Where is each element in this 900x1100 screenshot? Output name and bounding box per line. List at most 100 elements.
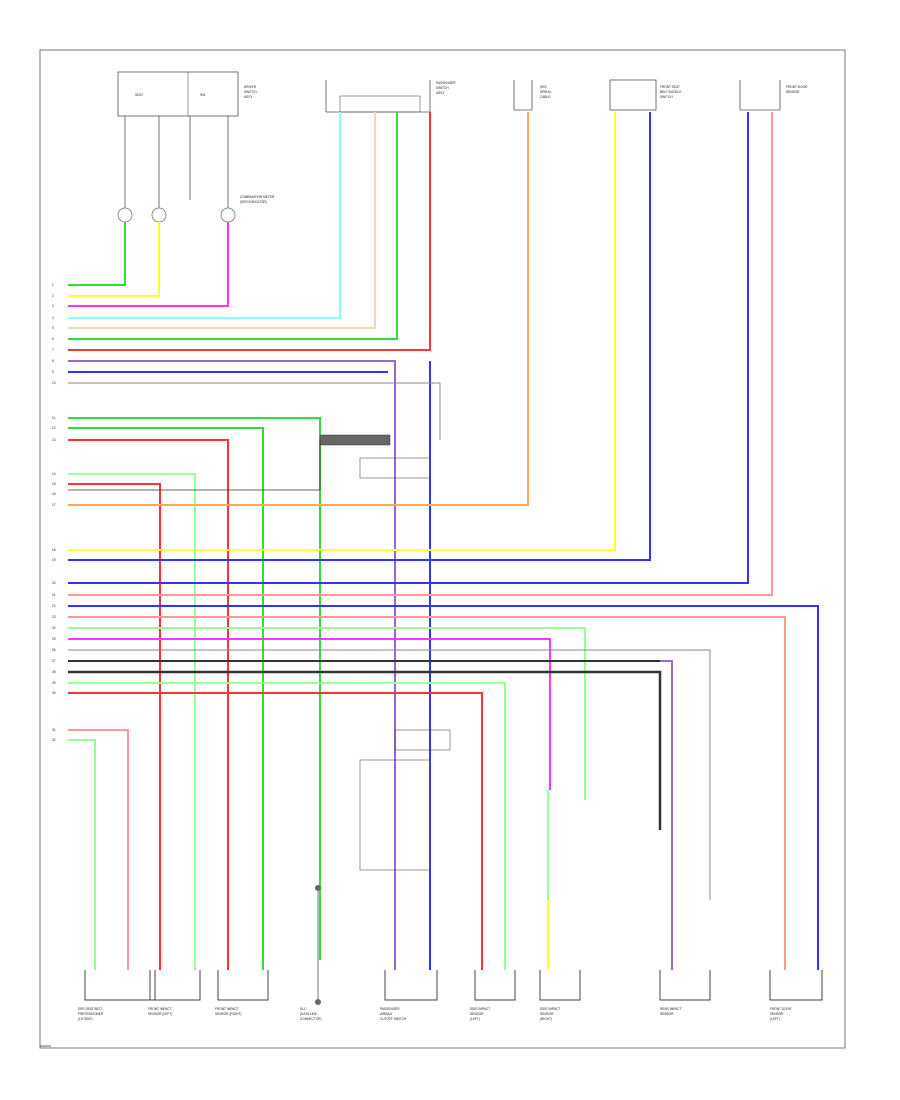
- bottom-connector-label-1-3: (LH SIDE): [78, 1017, 93, 1021]
- left-pin-label: 8: [52, 359, 54, 363]
- left-pin-label: 1: [52, 283, 54, 287]
- left-pin-label: 10: [52, 381, 56, 385]
- left-pin-label: 6: [52, 337, 54, 341]
- wire-gray-1: [68, 382, 441, 440]
- left-pin-label: 11: [52, 416, 56, 420]
- svg-text:SW: SW: [200, 93, 205, 97]
- left-pin-label: 21: [52, 593, 56, 597]
- bottom-connector-2: [149, 970, 201, 1001]
- wire-green-4: [68, 427, 264, 970]
- wire-lightgreen-1: [68, 473, 196, 970]
- left-pin-label: 18: [52, 548, 56, 552]
- wire-blue-3: [68, 112, 749, 584]
- passenger-switch-label: PASSENGER SWITCH ASSY: [436, 81, 456, 95]
- bottom-connector-label-8-1: REAR IMPACT: [660, 1007, 682, 1011]
- left-pin-label: 15: [52, 482, 56, 486]
- seat-belt-buckle-switch-box: FRONT SEAT BELT BUCKLE SWITCH: [609, 79, 681, 111]
- bottom-connector-label-6-3: (LEFT): [470, 1017, 480, 1021]
- left-pin-label: 3: [52, 304, 54, 308]
- bottom-connector-label-4-2: (DATA LINK: [300, 1012, 318, 1016]
- svg-text:SWITCH: SWITCH: [436, 86, 449, 90]
- svg-text:BELT BUCKLE: BELT BUCKLE: [660, 90, 681, 94]
- left-pin-label: 14: [52, 472, 56, 476]
- wire-yellow-1: [68, 222, 160, 297]
- passenger-switch-box: [325, 80, 431, 113]
- svg-text:PASSENGER: PASSENGER: [436, 81, 456, 85]
- bottom-connector-label-1-1: SRS SEAT BELT: [78, 1007, 102, 1011]
- svg-text:SRS: SRS: [540, 85, 547, 89]
- clock-spring-box: SRS SPIRAL CABLE: [513, 80, 552, 111]
- left-pin-label: 27: [52, 659, 56, 663]
- front-door-sensor-top: FRONT DOOR SENSOR: [739, 80, 808, 111]
- left-pin-label: 17: [52, 503, 56, 507]
- left-pin-label: 2: [52, 294, 54, 298]
- wire-blue-2: [68, 112, 651, 561]
- footer-code: WIRING: [40, 1044, 52, 1048]
- wire-violet-2: [660, 660, 673, 970]
- dlc-element: [315, 885, 321, 1005]
- bottom-connector-label-9-2: SENSOR: [770, 1012, 784, 1016]
- wire-lightgreen-3: [68, 682, 506, 970]
- wire-tan-1: [68, 112, 376, 329]
- left-pin-label: 24: [52, 626, 56, 630]
- bottom-connector-label-6-1: SIDE IMPACT: [470, 1007, 490, 1011]
- left-pin-label: 26: [52, 648, 56, 652]
- wire-red-4: [68, 692, 483, 970]
- wire-orange-1: [68, 112, 529, 506]
- bottom-connector-4: [384, 970, 438, 1001]
- svg-text:(SRS INDICATOR): (SRS INDICATOR): [240, 200, 267, 204]
- left-pin-label: 13: [52, 438, 56, 442]
- left-pin-label: 12: [52, 426, 56, 430]
- left-pin-label: 23: [52, 615, 56, 619]
- driver-switch-label: DRIVER SWITCH ASSY: [244, 85, 257, 99]
- wire-pink-3: [68, 729, 129, 970]
- left-pin-label: 30: [52, 691, 56, 695]
- bottom-connector-label-5-1: PASSENGER: [380, 1007, 400, 1011]
- wire-lightgreen-4: [68, 739, 96, 970]
- left-pin-label: 9: [52, 370, 54, 374]
- wire-pink-1: [68, 112, 773, 596]
- left-pin-label: 29: [52, 681, 56, 685]
- indicator-bulbs: COMBINATION METER (SRS INDICATOR): [117, 116, 275, 223]
- svg-text:ASSY: ASSY: [436, 91, 445, 95]
- wire-magenta-1: [68, 222, 229, 307]
- wire-green-1: [68, 222, 126, 286]
- wire-red-3: [68, 483, 161, 970]
- bottom-connector-label-7-1: SIDE IMPACT: [540, 1007, 560, 1011]
- bottom-connector-3: [217, 970, 269, 1001]
- bottom-connector-label-7-3: (RIGHT): [540, 1017, 552, 1021]
- bottom-connector-label-7-2: SENSOR: [540, 1012, 554, 1016]
- left-pin-label: 31: [52, 728, 56, 732]
- left-pin-label: 7: [52, 348, 54, 352]
- bottom-connector-label-6-2: SENSOR: [470, 1012, 484, 1016]
- left-pin-label: 16: [52, 492, 56, 496]
- wire-magenta-2: [68, 638, 551, 790]
- bottom-connector-5: [474, 970, 516, 1001]
- left-pin-label: 28: [52, 670, 56, 674]
- svg-text:SENSOR: SENSOR: [786, 90, 800, 94]
- bottom-connector-label-4-1: DLC: [300, 1007, 307, 1011]
- wire-pink-2: [68, 616, 786, 970]
- bottom-connector-label-8-2: SENSOR: [660, 1012, 674, 1016]
- svg-text:SEAT: SEAT: [135, 93, 143, 97]
- svg-text:ASSY: ASSY: [244, 95, 253, 99]
- wire-blue-4: [68, 605, 819, 970]
- wire-black-2: [68, 670, 662, 830]
- svg-text:FRONT SEAT: FRONT SEAT: [660, 85, 680, 89]
- center-unit: [68, 434, 451, 871]
- svg-text:SWITCH: SWITCH: [244, 90, 257, 94]
- left-pin-label: 25: [52, 637, 56, 641]
- svg-text:SWITCH: SWITCH: [660, 95, 673, 99]
- svg-text:SPIRAL: SPIRAL: [540, 90, 552, 94]
- bottom-connector-8: [769, 970, 823, 1001]
- svg-text:FRONT DOOR: FRONT DOOR: [786, 85, 808, 89]
- bottom-connector-7: [659, 970, 711, 1001]
- left-pin-label: 20: [52, 581, 56, 585]
- bottom-connector-label-4-3: CONNECTOR): [300, 1017, 322, 1021]
- bottom-connector-label-5-3: CUTOFF SWITCH: [380, 1017, 407, 1021]
- bottom-connector-1: [84, 970, 156, 1001]
- left-pin-label: 32: [52, 738, 56, 742]
- bottom-connector-label-3-1: FRONT IMPACT: [215, 1007, 239, 1011]
